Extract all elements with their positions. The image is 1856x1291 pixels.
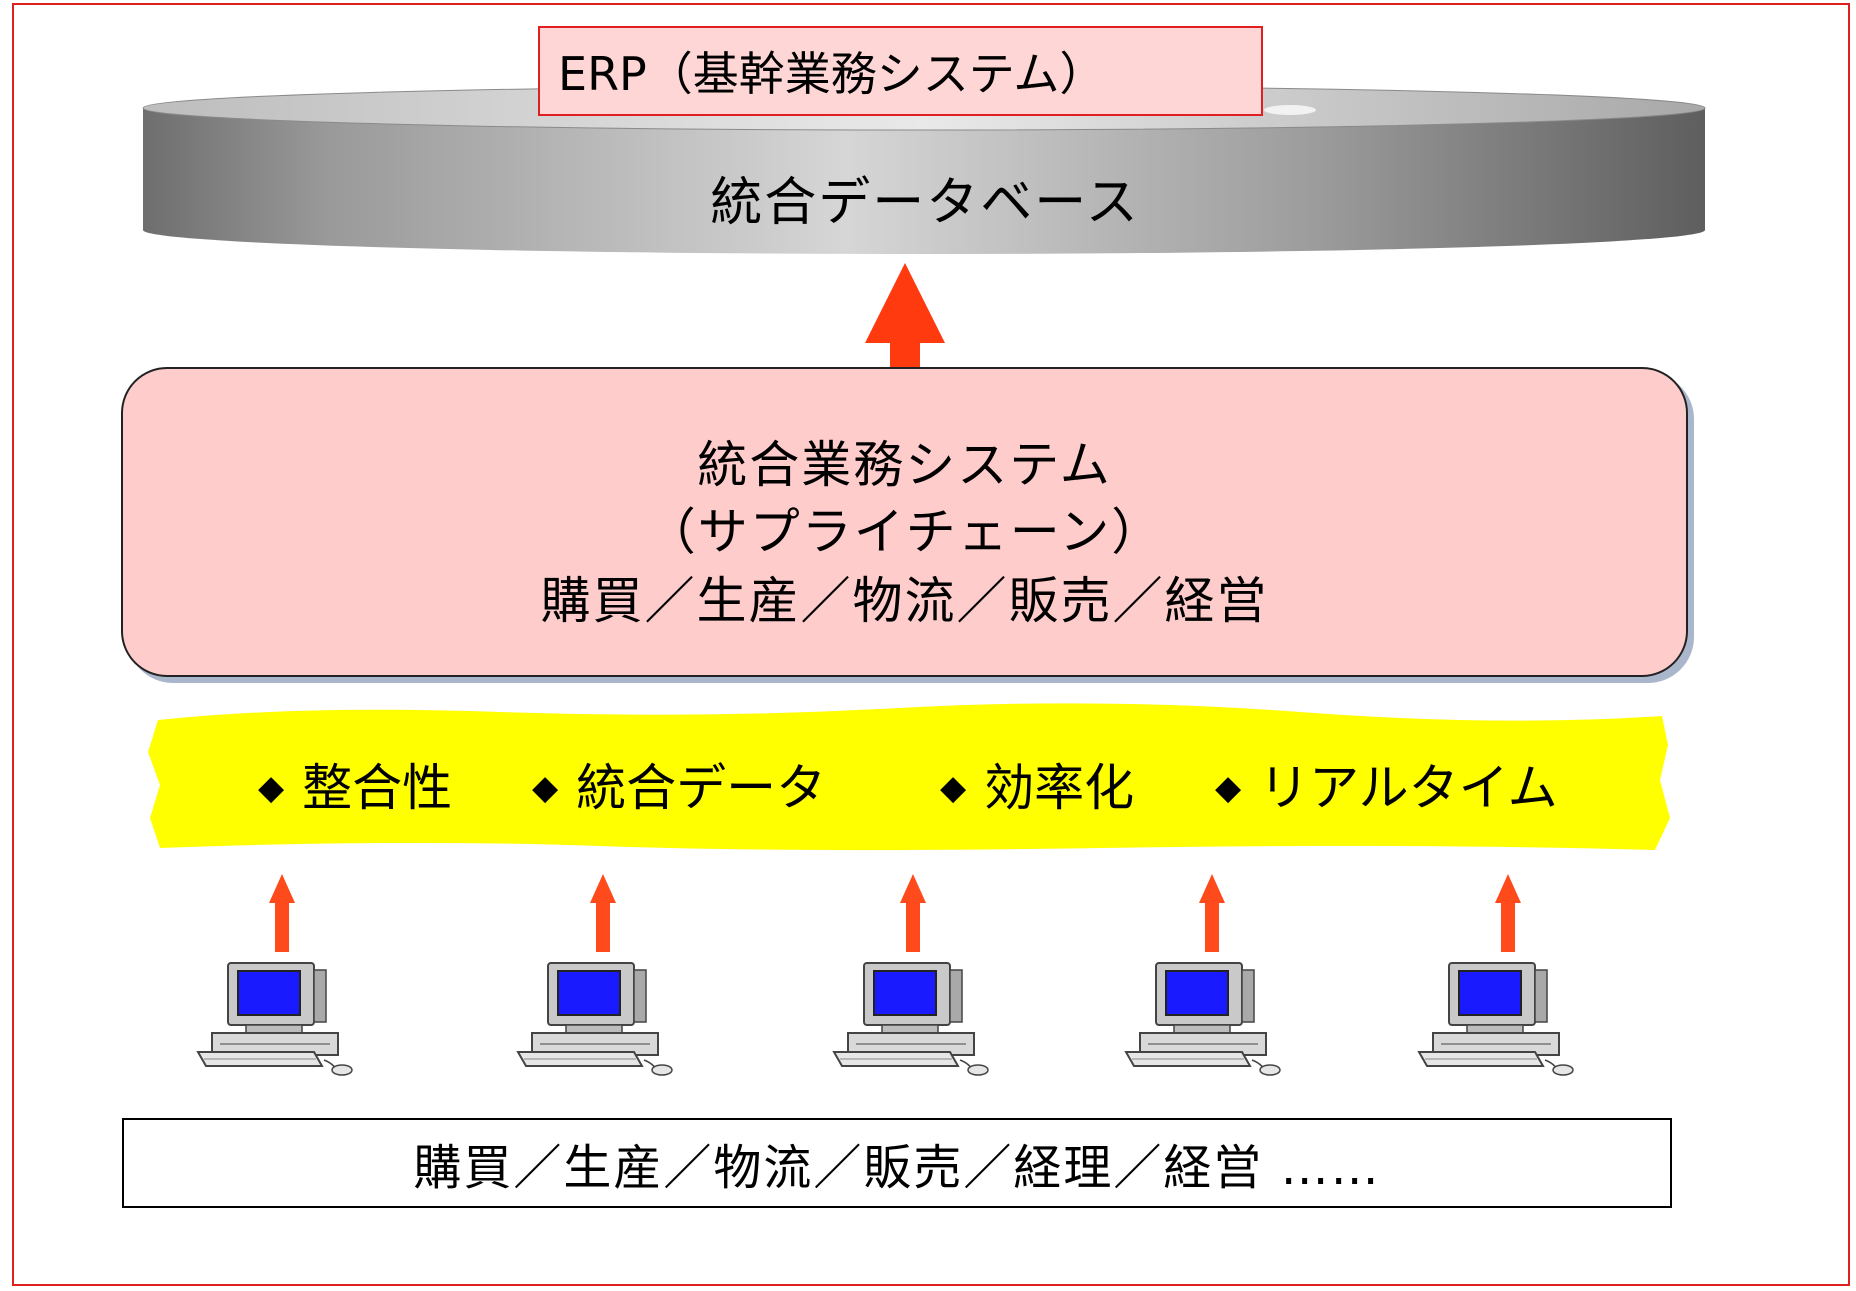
computer-terminal-icon <box>196 962 353 1076</box>
computer-terminal-icon <box>516 962 673 1076</box>
small-up-arrow <box>269 874 295 952</box>
small-up-arrow <box>1495 874 1521 952</box>
integrated-system-functions: 購買／生産／物流／販売／経営 <box>540 572 1269 630</box>
main-up-arrow <box>865 263 945 404</box>
highlight-band <box>148 703 1670 851</box>
computer-terminal-icon <box>1124 962 1281 1076</box>
small-up-arrow <box>590 874 616 952</box>
feature-realtime: ◆ リアルタイム <box>1215 748 1558 820</box>
business-functions-box: 購買／生産／物流／販売／経理／経営 …… <box>122 1118 1672 1208</box>
computer-terminal-icon <box>1417 962 1574 1076</box>
feature-label: 統合データ <box>576 759 827 817</box>
feature-efficiency: ◆ 効率化 <box>940 748 1134 820</box>
feature-label: 整合性 <box>302 759 453 817</box>
diagram-frame <box>12 3 1850 1286</box>
diamond-bullet: ◆ <box>1215 768 1242 808</box>
integrated-system-title: 統合業務システム <box>697 436 1112 494</box>
computer-terminal-icon <box>832 962 989 1076</box>
database-label: 統合データベース <box>710 173 1140 233</box>
diamond-bullet: ◆ <box>258 768 285 808</box>
small-up-arrow <box>900 874 926 952</box>
feature-consistency: ◆ 整合性 <box>258 748 452 820</box>
integrated-system-box <box>121 367 1688 677</box>
erp-label: ERP（基幹業務システム） <box>538 26 1263 116</box>
small-up-arrow <box>1199 874 1225 952</box>
feature-integrated-data: ◆ 統合データ <box>532 748 826 820</box>
diamond-bullet: ◆ <box>940 768 967 808</box>
feature-label: リアルタイム <box>1259 759 1558 817</box>
diamond-bullet: ◆ <box>532 768 559 808</box>
feature-label: 効率化 <box>984 759 1135 817</box>
integrated-system-subtitle: （サプライチェーン） <box>645 503 1164 561</box>
